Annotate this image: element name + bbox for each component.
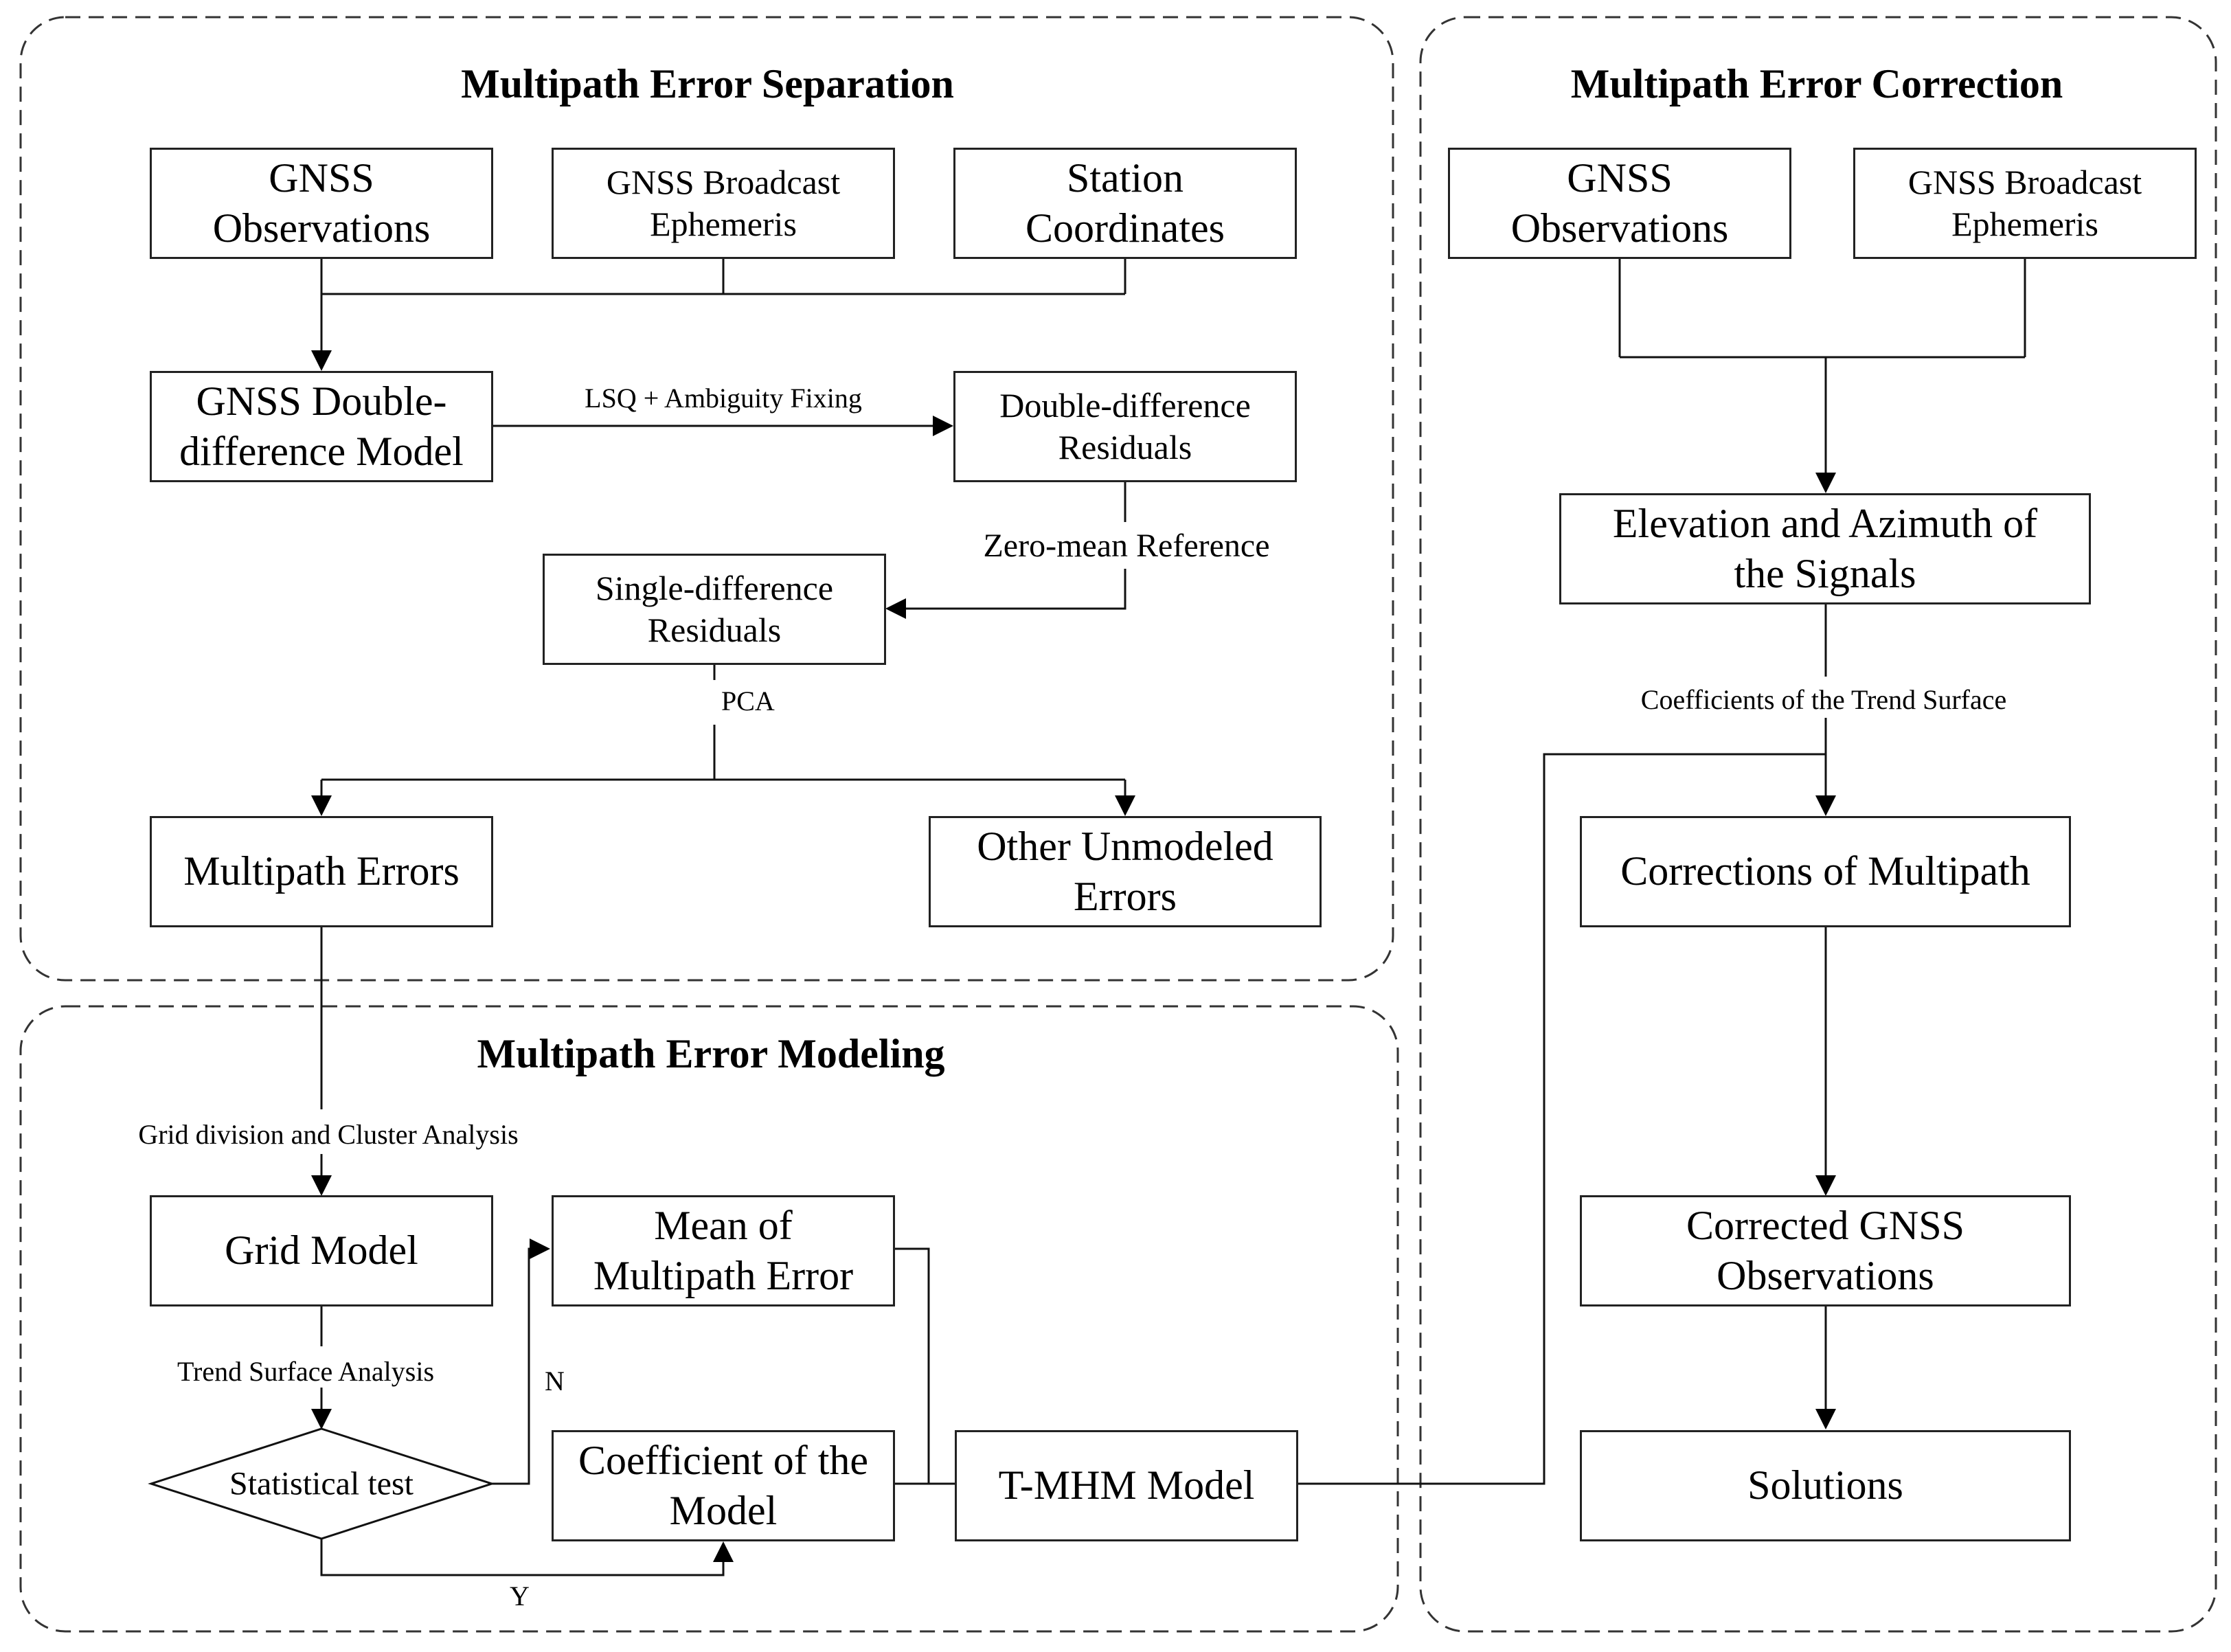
single-difference-residuals-label: Single-difference Residuals (595, 569, 834, 649)
edge-label-grid-division: Grid division and Cluster Analysis (138, 1119, 519, 1150)
broadcast-ephemeris-2-label: GNSS Broadcast Ephemeris (1907, 163, 2142, 243)
panel-modeling-outline (19, 1005, 1399, 1633)
tmhm-model-box: T-MHM Model (955, 1430, 1298, 1541)
edge-zero-mean-bottom (885, 569, 1126, 619)
panel-title-separation: Multipath Error Separation (461, 61, 954, 106)
gnss-observations-2-box: GNSS Observations (1448, 148, 1791, 259)
gnss-observations-2-label: GNSS Observations (1510, 155, 1729, 251)
edge-label-pca: PCA (721, 686, 775, 716)
corrections-multipath-label: Corrections of Multipath (1620, 848, 2030, 894)
multipath-errors-box: Multipath Errors (150, 816, 493, 927)
edge-label-coefficients-trend: Coefficients of the Trend Surface (1640, 684, 2007, 715)
edge-correction-inputs (1618, 258, 2026, 422)
edge-label-lsq: LSQ + Ambiguity Fixing (585, 383, 862, 414)
multipath-errors-label: Multipath Errors (183, 848, 460, 894)
grid-model-box: Grid Model (150, 1195, 493, 1306)
broadcast-ephemeris-label: GNSS Broadcast Ephemeris (606, 163, 841, 243)
solutions-box: Solutions (1580, 1430, 2071, 1541)
edge-label-no: N (545, 1366, 565, 1396)
panel-title-correction: Multipath Error Correction (1570, 61, 2063, 106)
edge-label-yes: Y (510, 1581, 530, 1611)
edge-yes-branch (320, 1539, 734, 1576)
edge-mean-to-tmhm (893, 1247, 955, 1485)
double-difference-model-box: GNSS Double- difference Model (150, 371, 493, 482)
gnss-observations-box: GNSS Observations (150, 148, 493, 259)
mean-multipath-error-label: Mean of Multipath Error (593, 1202, 854, 1298)
coefficient-model-box: Coefficient of the Model (552, 1430, 895, 1541)
elevation-azimuth-box: Elevation and Azimuth of the Signals (1559, 493, 2091, 604)
gnss-observations-label: GNSS Observations (212, 155, 431, 251)
panel-correction-outline (1419, 16, 2217, 1633)
station-coordinates-box: Station Coordinates (953, 148, 1297, 259)
double-difference-residuals-label: Double-difference Residuals (999, 386, 1251, 466)
corrected-observations-label: Corrected GNSS Observations (1686, 1202, 1964, 1298)
edge-tmhm-to-corrections (1296, 753, 1826, 1485)
edge-inputs-merge (320, 258, 1126, 295)
double-difference-model-label: GNSS Double- difference Model (179, 378, 464, 474)
other-unmodeled-errors-box: Other Unmodeled Errors (929, 816, 1322, 927)
panel-title-modeling: Multipath Error Modeling (477, 1031, 945, 1076)
solutions-label: Solutions (1747, 1462, 1903, 1508)
station-coordinates-label: Station Coordinates (1026, 155, 1225, 251)
tmhm-model-label: T-MHM Model (998, 1462, 1255, 1508)
elevation-azimuth-label: Elevation and Azimuth of the Signals (1612, 500, 2038, 596)
edge-no-branch (492, 1238, 550, 1485)
edge-label-zero-mean: Zero-mean Reference (983, 528, 1270, 564)
edge-label-trend-analysis: Trend Surface Analysis (177, 1356, 435, 1387)
double-difference-residuals-box: Double-difference Residuals (953, 371, 1297, 482)
single-difference-residuals-box: Single-difference Residuals (543, 554, 886, 665)
corrections-multipath-box: Corrections of Multipath (1580, 816, 2071, 927)
statistical-test-diamond (148, 1427, 495, 1540)
edge-pca-split (321, 725, 1125, 781)
statistical-test-label: Statistical test (229, 1465, 414, 1502)
corrected-observations-box: Corrected GNSS Observations (1580, 1195, 2071, 1306)
other-unmodeled-errors-label: Other Unmodeled Errors (977, 823, 1273, 919)
broadcast-ephemeris-2-box: GNSS Broadcast Ephemeris (1853, 148, 2197, 259)
coefficient-model-label: Coefficient of the Model (578, 1437, 869, 1533)
mean-multipath-error-box: Mean of Multipath Error (552, 1195, 895, 1306)
panel-separation-outline (19, 16, 1394, 982)
broadcast-ephemeris-box: GNSS Broadcast Ephemeris (552, 148, 895, 259)
grid-model-label: Grid Model (225, 1227, 418, 1274)
